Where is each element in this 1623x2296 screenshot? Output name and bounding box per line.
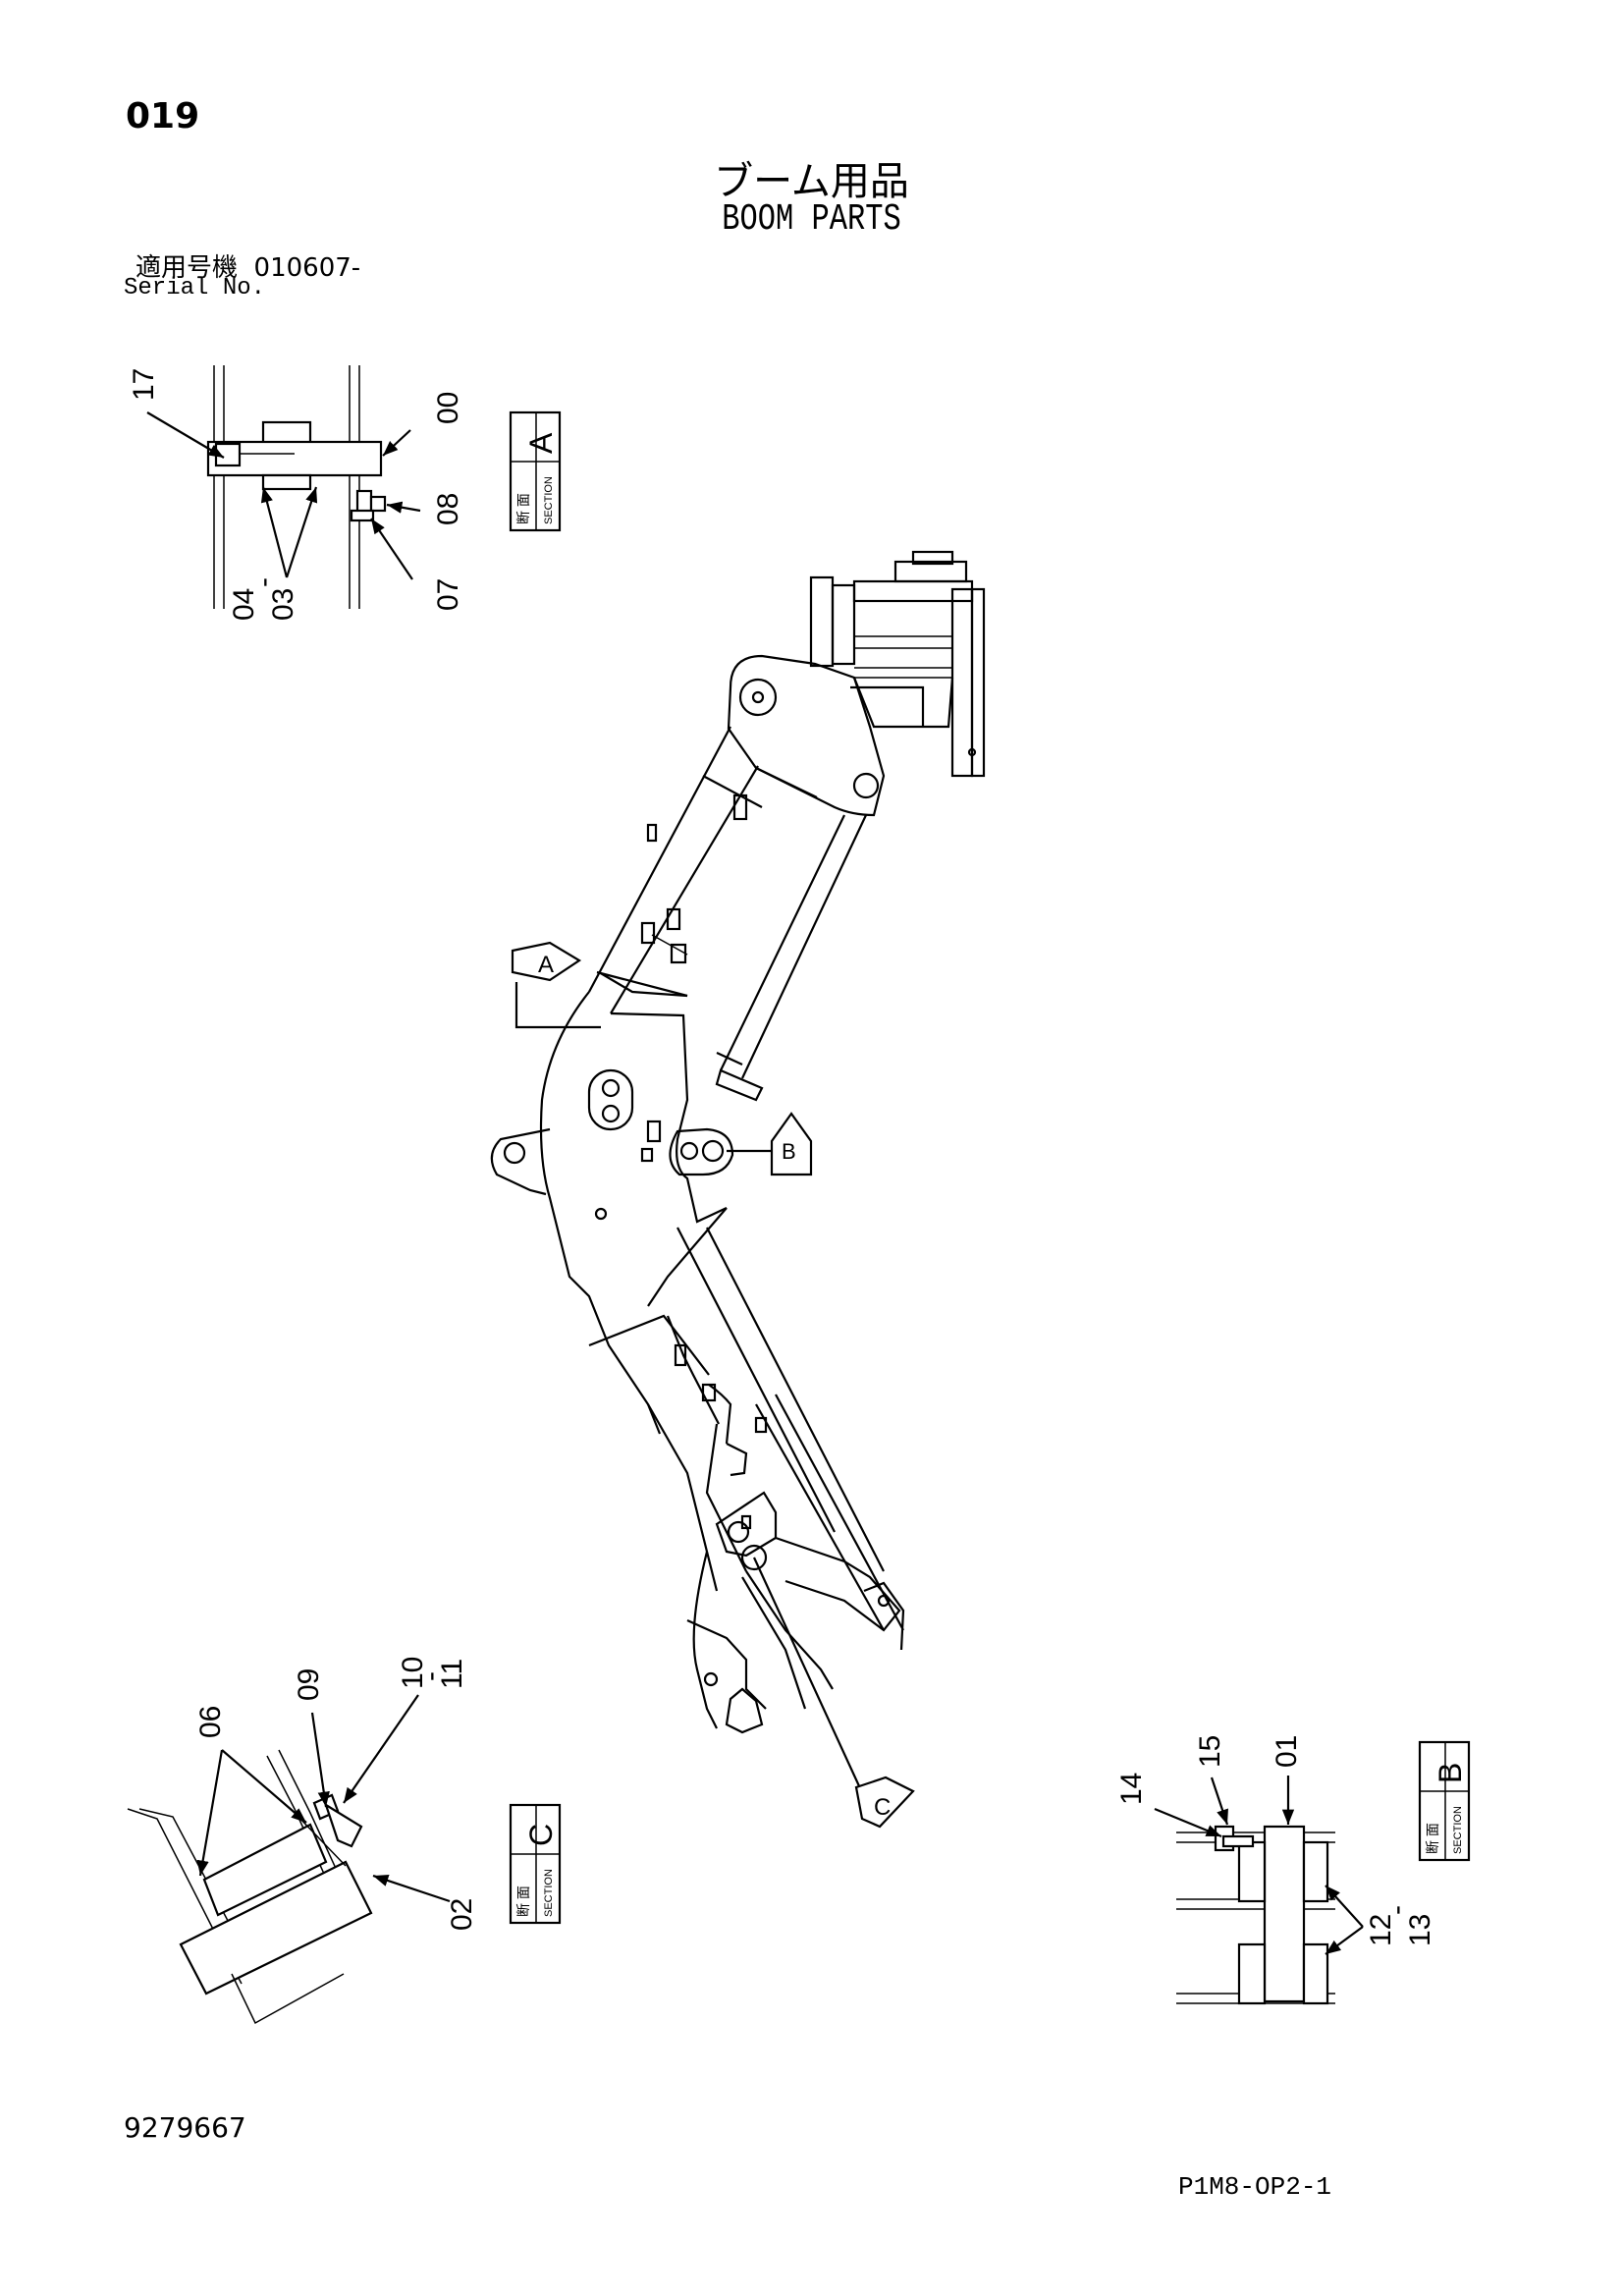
view-marker-letter: C <box>874 1794 891 1821</box>
page-number: 019 <box>126 96 200 137</box>
serial-applicability: 適用号機 010607- <box>135 247 360 284</box>
part-number: 15 <box>1194 1735 1226 1768</box>
part-number: 07 <box>432 578 464 611</box>
part-number: 13 <box>1404 1914 1436 1946</box>
page-title-jp: ブーム用品 <box>714 159 909 204</box>
part-number-separator: - <box>414 1671 447 1681</box>
serial-label-en: Serial No. <box>124 275 266 301</box>
part-number: 12 <box>1365 1914 1397 1946</box>
document-code: 9279667 <box>124 2111 246 2144</box>
view-marker-b: B <box>770 1112 813 1176</box>
part-number: 04 <box>228 588 260 621</box>
part-number: 08 <box>432 493 464 525</box>
section-a-detail: 17 00 08 07 04 - 03 <box>128 365 464 621</box>
section-kanji: 断 面 <box>515 1886 531 1917</box>
section-c-label: 断 面 SECTION C <box>509 1803 562 1925</box>
section-b-label: 断 面 SECTION B <box>1418 1740 1471 1862</box>
section-word: SECTION <box>543 476 555 524</box>
part-number: 10 <box>397 1657 429 1689</box>
page-title-en: BOOM PARTS <box>722 198 901 241</box>
part-number-separator: - <box>1380 1905 1413 1915</box>
part-number: 11 <box>436 1659 468 1689</box>
section-letter: B <box>1433 1763 1468 1783</box>
view-marker-c: C <box>854 1776 915 1829</box>
section-letter: A <box>523 432 559 454</box>
part-number: 00 <box>432 392 464 424</box>
part-number: 01 <box>1271 1735 1303 1768</box>
section-word: SECTION <box>543 1869 555 1917</box>
section-b-detail: 14 15 01 12 - 13 <box>1115 1735 1436 2005</box>
boom-assembly: A B C <box>490 550 986 1829</box>
section-c-detail: 06 09 10 - 11 02 <box>127 1657 478 2025</box>
view-marker-a: A <box>511 941 582 982</box>
part-number: 09 <box>293 1668 325 1701</box>
part-number: 06 <box>194 1706 227 1738</box>
section-a-label: 断 面 SECTION A <box>509 410 562 532</box>
view-marker-letter: A <box>538 952 554 978</box>
part-number: 14 <box>1115 1773 1148 1805</box>
part-number: 17 <box>128 368 160 401</box>
part-number-separator: - <box>247 577 280 587</box>
part-number: 02 <box>446 1898 478 1931</box>
part-number: 03 <box>267 588 299 621</box>
view-marker-letter: B <box>782 1139 796 1164</box>
section-letter: C <box>523 1824 559 1846</box>
section-kanji: 断 面 <box>515 493 531 524</box>
sheet-code: P1M8-OP2-1 <box>1178 2172 1332 2202</box>
section-kanji: 断 面 <box>1425 1823 1440 1854</box>
section-word: SECTION <box>1452 1806 1464 1854</box>
serial-value: 010607- <box>253 253 361 283</box>
serial-label-jp: 適用号機 <box>135 253 239 283</box>
